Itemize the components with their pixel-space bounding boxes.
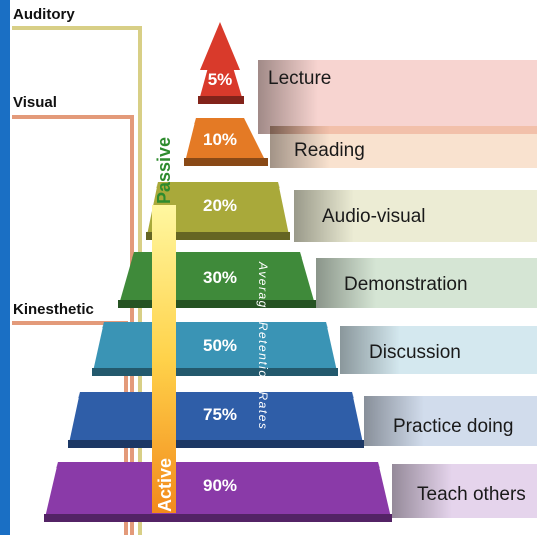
pyramid-layer-1 bbox=[184, 118, 268, 166]
layer-label-lecture: Lecture bbox=[268, 68, 332, 89]
label-band-shadow-0 bbox=[258, 60, 318, 134]
pyramid-layer-highlight-2 bbox=[156, 182, 280, 188]
pyramid-layer-highlight-6 bbox=[56, 462, 380, 468]
pyramid-layer-rim-1 bbox=[184, 158, 268, 166]
layer-pct-reading: 10% bbox=[202, 130, 238, 149]
layer-pct-discussion: 50% bbox=[202, 336, 238, 355]
auditory-label: Auditory bbox=[13, 6, 75, 23]
layer-pct-lecture: 5% bbox=[207, 70, 233, 89]
layer-label-demonstration: Demonstration bbox=[344, 274, 468, 295]
layer-label-practice-doing: Practice doing bbox=[393, 416, 514, 437]
passive-active-bar bbox=[152, 205, 176, 513]
pyramid-layer-highlight-5 bbox=[78, 392, 354, 398]
layer-pct-demonstration: 30% bbox=[202, 268, 238, 287]
pyramid-layer-2 bbox=[146, 182, 290, 240]
label-band-2 bbox=[294, 190, 537, 242]
pyramid-layer-6 bbox=[44, 462, 392, 522]
label-bands bbox=[258, 60, 537, 518]
passive-label: Passive bbox=[154, 136, 174, 204]
pyramid-layer-highlight-4 bbox=[102, 322, 328, 328]
pyramid-layer-rim-5 bbox=[68, 440, 364, 448]
retention-axis-label: Average Retention Rates bbox=[256, 262, 270, 431]
pyramid-layer-rim-6 bbox=[44, 514, 392, 522]
pyramid-layer-rim-0 bbox=[198, 96, 244, 104]
layer-pct-practice-doing: 75% bbox=[202, 405, 238, 424]
label-band-shadow-2 bbox=[294, 190, 354, 242]
label-band-shadow-5 bbox=[364, 396, 424, 446]
pyramid-layer-rim-3 bbox=[118, 300, 316, 308]
layer-label-discussion: Discussion bbox=[369, 342, 461, 363]
pyramid-layer-highlight-1 bbox=[194, 118, 246, 124]
active-label: Active bbox=[155, 457, 175, 512]
layer-label-teach-others: Teach others bbox=[417, 484, 526, 505]
pyramid-layer-rim-4 bbox=[92, 368, 338, 376]
visual-label: Visual bbox=[13, 94, 57, 111]
pyramid-apex bbox=[200, 22, 240, 70]
kinesthetic-label: Kinesthetic bbox=[13, 301, 94, 318]
pyramid-layer-rim-2 bbox=[146, 232, 290, 240]
label-band-0 bbox=[258, 60, 537, 134]
label-band-shadow-6 bbox=[392, 464, 452, 518]
label-band-shadow-4 bbox=[340, 326, 400, 374]
left-accent-bar bbox=[0, 0, 10, 535]
pyramid-layer-5 bbox=[68, 392, 364, 448]
label-band-1 bbox=[270, 126, 537, 168]
pyramid-layers bbox=[44, 22, 392, 522]
layer-pct-audio-visual: 20% bbox=[202, 196, 238, 215]
label-band-shadow-1 bbox=[270, 126, 330, 168]
layer-label-reading: Reading bbox=[294, 140, 365, 161]
layer-pct-teach-others: 90% bbox=[202, 476, 238, 495]
layer-label-audio-visual: Audio-visual bbox=[322, 206, 426, 227]
label-band-shadow-3 bbox=[316, 258, 376, 308]
